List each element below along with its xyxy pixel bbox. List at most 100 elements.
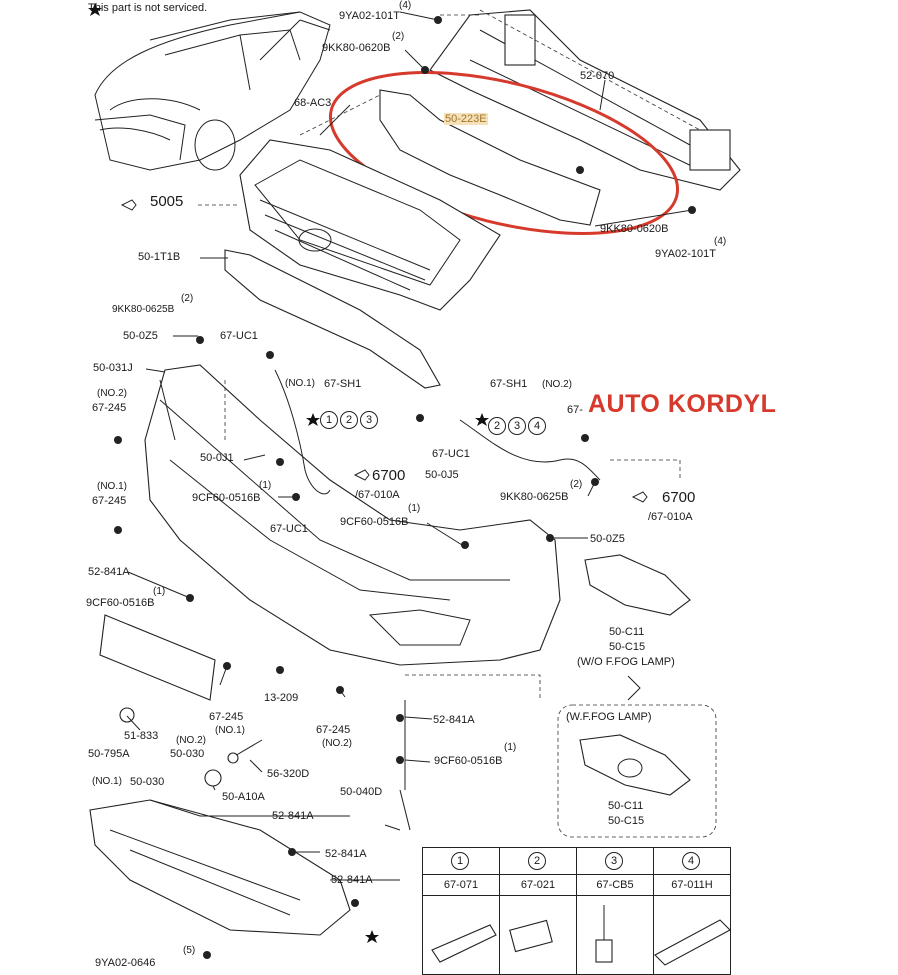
legend-code-2: 67-021: [499, 874, 577, 896]
brand-watermark: AUTO KORDYL: [588, 390, 777, 418]
label-9cf60-a: 9CF60-0516B: [192, 492, 261, 504]
label-52-841a-b3: 52-841A: [331, 874, 373, 886]
label-50-0j5: 50-0J5: [425, 469, 459, 481]
label-67-sh1-a: 67-SH1: [324, 378, 362, 390]
label-ref-6700-a: 6700: [372, 467, 406, 484]
label-ref-5005: 5005: [150, 193, 184, 210]
legend-circle-3: 3: [605, 852, 623, 870]
label-q2-top: (2): [392, 31, 405, 42]
label-67-245-b2: 67-245: [316, 724, 351, 736]
label-50-c11-b: 50-C11: [608, 800, 644, 812]
label-9kk80-0625b-b: 9KK80-0625B: [500, 491, 569, 503]
label-50-030-b: 50-030: [130, 776, 165, 788]
label-67-245-l2: 67-245: [92, 495, 127, 507]
legend-num-2: 2: [499, 847, 577, 875]
label-w-fog: (W.F.FOG LAMP): [566, 711, 652, 723]
label-9ya02-r: 9YA02-101T: [655, 248, 716, 260]
label-13-209: 13-209: [264, 692, 299, 704]
grille-assembly: [239, 139, 501, 311]
label-9ya02-top: 9YA02-101T: [339, 10, 400, 22]
label-50-a10a: 50-A10A: [222, 791, 265, 803]
label-9kk80-top: 9KK80-0620B: [322, 42, 391, 54]
label-no2-m: (NO.2): [176, 735, 206, 746]
label-no2-l: (NO.2): [97, 388, 127, 399]
callout-3-a: 3: [360, 411, 378, 429]
label-52-841a-l: 52-841A: [88, 566, 130, 578]
legend-code-1: 67-071: [422, 874, 500, 896]
callout-2-b: 2: [488, 417, 506, 435]
legend-part-2: [499, 895, 577, 975]
label-q2-b: (2): [570, 479, 583, 490]
label-50-223e: 50-223E: [444, 113, 488, 125]
label-50-795a: 50-795A: [88, 748, 130, 760]
legend-num-3: 3: [576, 847, 654, 875]
callout-3-b: 3: [508, 417, 526, 435]
label-51-833: 51-833: [124, 730, 159, 742]
fog-cover-wo: [584, 554, 691, 616]
label-q4-top: (4): [399, 0, 412, 11]
legend-part-1: [422, 895, 500, 975]
label-52-841a-b1: 52-841A: [272, 810, 314, 822]
callout-2-a: 2: [340, 411, 358, 429]
legend-num-4: 4: [653, 847, 731, 875]
label-q1-d: (1): [504, 742, 517, 753]
label-9ya02-b: 9YA02-0646: [95, 957, 156, 969]
label-no1-m: (NO.1): [92, 776, 122, 787]
label-67-uc1-b: 67-UC1: [270, 523, 308, 535]
label-50-040d: 50-040D: [340, 786, 383, 798]
label-67-sh1-b: 67-SH1: [490, 378, 528, 390]
label-9cf60-d: 9CF60-0516B: [434, 755, 503, 767]
label-50-0z5-l: 50-0Z5: [123, 330, 158, 342]
label-67-245-b1: 67-245: [209, 711, 244, 723]
reinforcement-52-070: [429, 9, 741, 191]
label-52-841a-m: 52-841A: [433, 714, 475, 726]
license-bracket: [99, 614, 216, 701]
fog-cover-w: [579, 734, 691, 796]
label-50-c11-a: 50-C11: [609, 626, 645, 638]
harness-left: [274, 369, 331, 495]
legend-part-3: [576, 895, 654, 975]
label-q1-c: (1): [153, 586, 166, 597]
legend-circle-2: 2: [528, 852, 546, 870]
label-50-0z5-r: 50-0Z5: [590, 533, 625, 545]
label-q1-b: (1): [408, 503, 421, 514]
label-9cf60-c: 9CF60-0516B: [86, 597, 155, 609]
label-50-0j1: 50-0J1: [200, 452, 234, 464]
label-67-010a-b: /67-010A: [648, 511, 693, 523]
label-52-070: 52-070: [580, 70, 615, 82]
car-illustration: [94, 11, 331, 171]
label-50-030-a: 50-030: [170, 748, 205, 760]
not-serviced-star-icon: [88, 3, 102, 16]
callout-1-a: 1: [320, 411, 338, 429]
label-56-320d: 56-320D: [267, 768, 310, 780]
label-67-r: 67-: [567, 404, 583, 416]
label-68-ac3: 68-AC3: [294, 97, 332, 109]
undercover: [89, 799, 351, 936]
harness-right: [459, 419, 601, 481]
label-q5: (5): [183, 945, 196, 956]
label-67-uc1-a: 67-UC1: [220, 330, 258, 342]
label-no1-b1: (NO.1): [215, 725, 245, 736]
label-50-031j: 50-031J: [93, 362, 133, 374]
legend-circle-1: 1: [451, 852, 469, 870]
highlight-ellipse: [328, 71, 680, 235]
label-no2-sh1: (NO.2): [542, 379, 572, 390]
legend-code-3: 67-CB5: [576, 874, 654, 896]
label-9cf60-b: 9CF60-0516B: [340, 516, 409, 528]
legend-circle-4: 4: [682, 852, 700, 870]
not-serviced-note: This part is not serviced.: [88, 2, 208, 14]
label-no1-l: (NO.1): [97, 481, 127, 492]
label-9kk80-0625b-l: 9KK80-0625B: [112, 304, 175, 315]
label-50-c15-b: 50-C15: [608, 815, 645, 827]
label-52-841a-b2: 52-841A: [325, 848, 367, 860]
bumper-cover: [144, 364, 561, 666]
label-q2-l: (2): [181, 293, 194, 304]
label-67-uc1-c: 67-UC1: [432, 448, 470, 460]
fastener-legend-table: 1 2 3 4 67-071 67-021 67-CB5 67-011H: [422, 847, 731, 975]
label-9kk80-r: 9KK80-0620B: [600, 223, 669, 235]
legend-part-4: [653, 895, 731, 975]
label-50-1t1b: 50-1T1B: [138, 251, 181, 263]
label-no1-sh1: (NO.1): [285, 378, 315, 389]
